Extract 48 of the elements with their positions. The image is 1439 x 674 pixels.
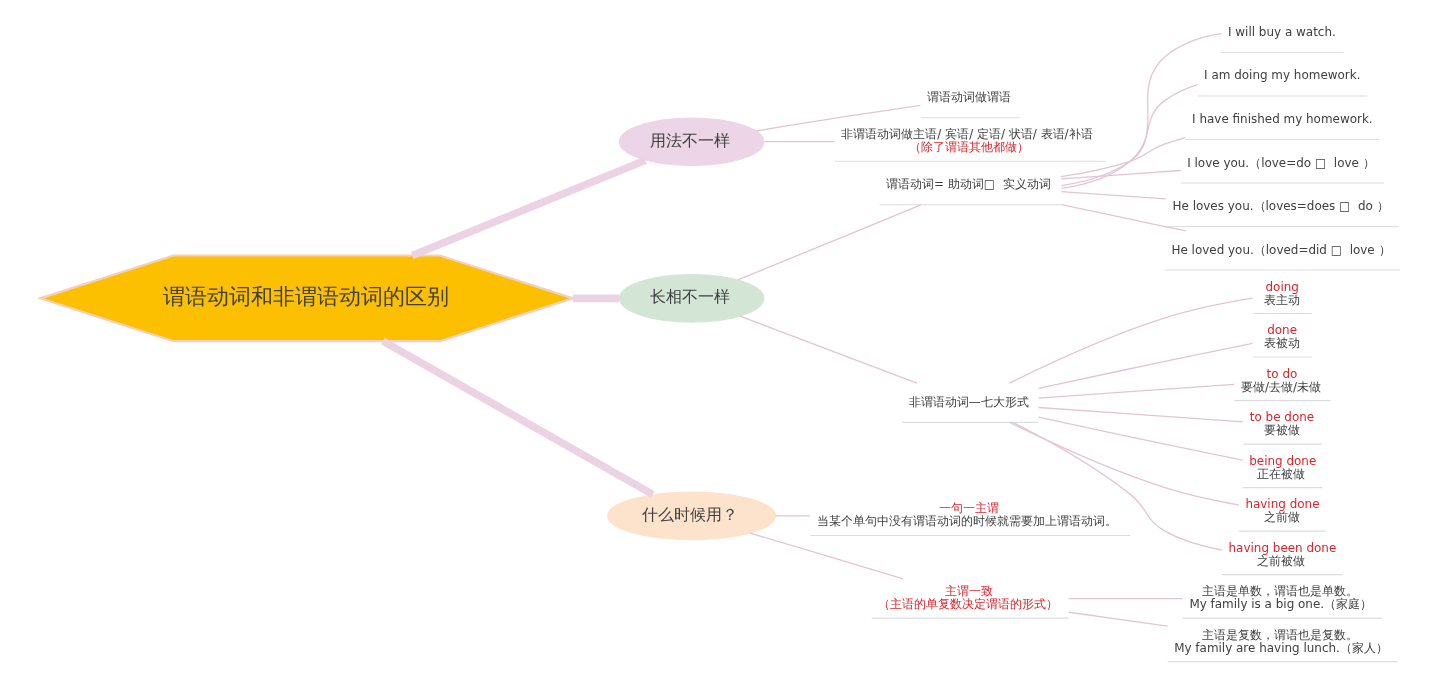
node-text: 非谓语动词做主语/ 宾语/ 定语/ 状语/ 表语/补语 （除了谓语其他都做） [840, 126, 1093, 154]
node-text: 主语是单数，谓语也是单数。 My family is a big one.（家庭） [1188, 583, 1372, 611]
connector [763, 140, 835, 142]
connector [380, 337, 655, 498]
node-text: I will buy a watch. [1227, 24, 1336, 39]
node-text: doing 表主动 [1263, 279, 1300, 307]
node-text: He loved you.（loved=did □ love ） [1170, 242, 1391, 257]
connector [774, 514, 811, 517]
node-text: to be done 要被做 [1249, 409, 1314, 437]
node-text: 非谓语动词—七大形式 [908, 394, 1029, 409]
node-ellipse: 长相不一样 [618, 273, 764, 323]
node-text: being done 正在被做 [1248, 453, 1316, 481]
connector [755, 104, 921, 132]
connector [1059, 136, 1186, 177]
node-text: I love you.（love=do □ love ） [1186, 155, 1375, 170]
connector [1060, 32, 1222, 189]
node-text: 谓语动词做谓语 [926, 89, 1011, 104]
connector [748, 531, 904, 579]
node-ellipse: 什么时候用？ [606, 491, 776, 540]
node-text: I am doing my homework. [1203, 67, 1360, 82]
connector [1037, 416, 1243, 461]
connector [1060, 190, 1166, 200]
node-text: having been done 之前被做 [1228, 540, 1336, 568]
connector [1060, 169, 1181, 180]
connector [1037, 406, 1244, 422]
connector [1008, 421, 1239, 506]
connector [1011, 421, 1223, 551]
node-text: 谓语动词= 助动词□ 实义动词 [885, 176, 1051, 191]
node-text: 一句一主谓 当某个单句中没有谓语动词的时候就需要加上谓语动词。 [816, 500, 1117, 528]
node-text: 主语是复数，谓语也是复数。 My family are having lunch.（家人） [1173, 627, 1388, 655]
connector [736, 203, 922, 281]
node-text: to do 要做/去做/未做 [1240, 366, 1321, 394]
connector [1037, 342, 1253, 389]
connector [572, 294, 619, 302]
node-text: He loves you.（loves=does □ do ） [1172, 198, 1389, 213]
connector [1067, 597, 1183, 599]
connector [738, 315, 918, 384]
connector [410, 156, 647, 259]
connector [1060, 83, 1198, 186]
connector [1060, 203, 1186, 232]
connector [1067, 611, 1168, 627]
node-text: done 表被动 [1263, 322, 1300, 350]
node-text: I have finished my homework. [1191, 111, 1373, 126]
node-text: 主谓一致 （主语的单复数决定谓语的形式） [877, 583, 1058, 611]
connector [1008, 297, 1253, 384]
node-text: having done 之前做 [1244, 496, 1319, 524]
node-ellipse: 用法不一样 [618, 116, 764, 166]
connector [1037, 383, 1235, 399]
